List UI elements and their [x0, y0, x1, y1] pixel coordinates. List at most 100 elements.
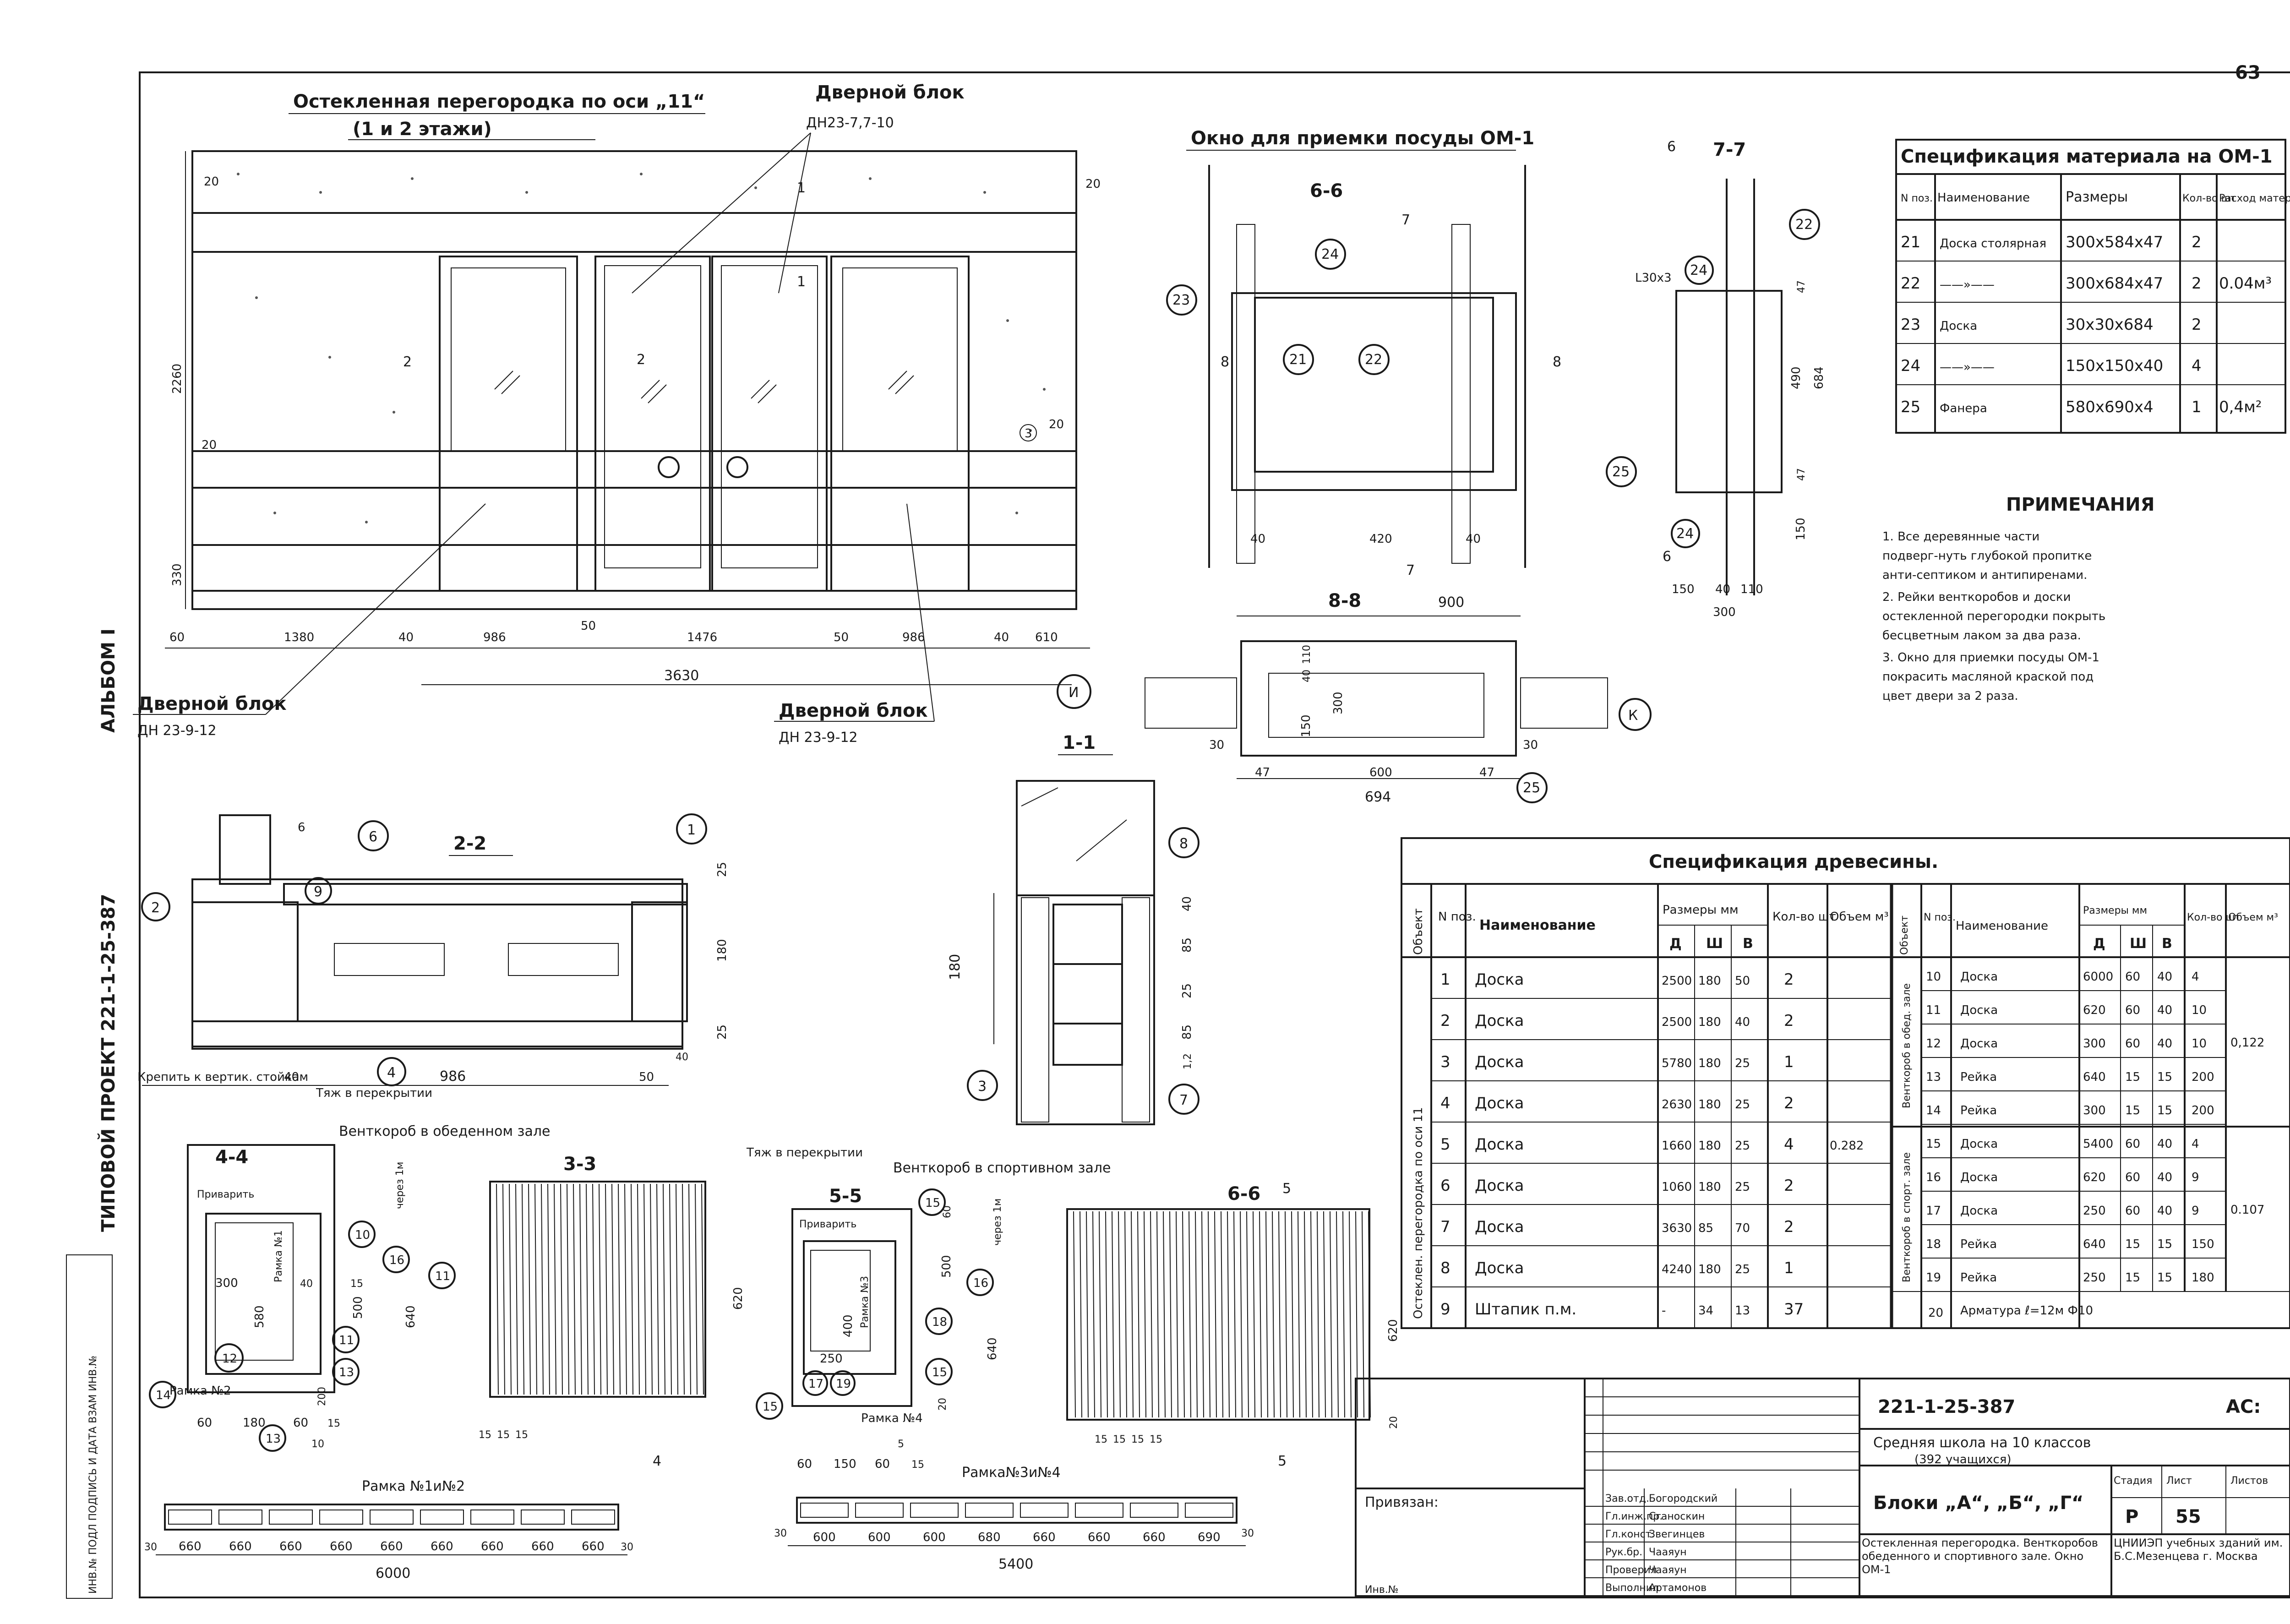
frame-cell [420, 1510, 464, 1525]
frame-cell-dim: 660 [531, 1540, 554, 1553]
sec-7: 7 [1401, 212, 1410, 228]
mspec-cell: 23 [1901, 316, 1920, 334]
wspec-cell: 2 [1784, 970, 1794, 989]
vent44-dim: 180 [243, 1416, 266, 1430]
wspec-cell: 250 [2083, 1271, 2106, 1285]
frame-cell-dim: 660 [279, 1540, 302, 1553]
vent55-dim: 400 [841, 1314, 855, 1337]
tb-person: Сганоскин [1649, 1511, 1705, 1522]
frame-cell-dim: 660 [1033, 1531, 1056, 1544]
vent66-title: 6-6 [1227, 1183, 1260, 1204]
tb-person: Чааяун [1649, 1547, 1687, 1558]
sec22-dim: 50 [639, 1070, 654, 1084]
sec-6: 6 [1663, 549, 1671, 565]
wspec-cell: 37 [1784, 1300, 1804, 1319]
grain-line [547, 1183, 550, 1395]
wspec-header: Наименование [1479, 917, 1596, 933]
sec-8: 8 [1553, 354, 1561, 370]
elev-mark: 1 [797, 180, 806, 196]
frame-cell-dim: 680 [978, 1531, 1001, 1544]
grain-line [1163, 1211, 1166, 1418]
wspec-header: В [1743, 936, 1753, 952]
grain-line [1233, 1211, 1236, 1418]
wspec-cell: Доска [1475, 1053, 1524, 1071]
grain-line [1080, 1211, 1082, 1418]
elev-dim-left: 2260 [170, 364, 184, 394]
wspec-cell: 2 [1784, 1012, 1794, 1030]
wood-spec-title: Спецификация древесины. [1649, 851, 1938, 872]
grain-line [1362, 1211, 1364, 1418]
circle-K: К [1628, 708, 1638, 724]
wspec-cell: 4 [1440, 1094, 1450, 1112]
wspec-cell: 180 [1698, 1139, 1721, 1153]
circle-8: 8 [1179, 836, 1188, 852]
mspec-header: Расход материал [2219, 193, 2290, 204]
mspec-cell: 30х30х684 [2066, 316, 2154, 334]
wspec-cell: Доска [1475, 970, 1524, 989]
tb-school: Средняя школа на 10 классов [1873, 1435, 2091, 1451]
grain-line [1118, 1211, 1121, 1418]
wspec-cell: 15 [2125, 1237, 2140, 1251]
sheet-frame [139, 71, 2290, 1598]
title-block-rows: Зав.отд.БогородскийГл.инж.пр.СганоскинГл… [1585, 1396, 1859, 1596]
sec11-dim: 85 [1180, 1025, 1194, 1040]
grain-line [1105, 1211, 1108, 1418]
wspec-cell: 6000 [2083, 970, 2113, 984]
circle-1: 1 [687, 822, 696, 838]
wspec-cell: 300 [2083, 1037, 2106, 1051]
elev-dim: 60 [169, 631, 185, 644]
grain-line [631, 1183, 633, 1395]
wspec-cell: 14 [1926, 1104, 1941, 1117]
vent44-dim: 580 [253, 1305, 267, 1328]
sec22-dim: 25 [715, 862, 729, 877]
mspec-cell: 2 [2192, 274, 2202, 293]
project-code-vertical: ТИПОВОЙ ПРОЕКТ 221-1-25-387 [97, 894, 119, 1232]
circle-13: 13 [339, 1366, 354, 1379]
sec-6: 6 [1667, 139, 1676, 155]
wspec-cell: 2500 [1662, 1015, 1692, 1029]
circle-9: 9 [314, 884, 322, 900]
grain-line [1214, 1211, 1217, 1418]
elev-dim: 610 [1035, 631, 1058, 644]
circle-10: 10 [355, 1228, 370, 1242]
note-line: покрасить масляной краской под [1882, 670, 2094, 684]
wspec-cell: 1060 [1662, 1180, 1692, 1194]
elev-dim-left: 330 [170, 563, 184, 586]
vent33-title: 3-3 [563, 1154, 596, 1175]
wspec-cell: 40 [2157, 970, 2172, 984]
frame-cell-dim: 660 [431, 1540, 453, 1553]
wspec-cell: Доска [1475, 1012, 1524, 1030]
grain-line [502, 1183, 505, 1395]
grain-line [1355, 1211, 1358, 1418]
wspec-cell: 25 [1735, 1098, 1750, 1112]
grain-line [522, 1183, 524, 1395]
grain-line [1291, 1211, 1294, 1418]
mspec-cell: Доска [1940, 319, 1977, 333]
vent44-dim: 200 [316, 1387, 328, 1406]
vent55-title: 5-5 [829, 1186, 862, 1207]
wspec-cell: 3630 [1662, 1221, 1692, 1235]
wspec-cell: 8 [1440, 1259, 1450, 1277]
callout-door-top-code: ДН23-7,7-10 [806, 115, 894, 131]
note-line: анти-септиком и антипиренами. [1882, 568, 2087, 582]
circle-12: 12 [222, 1352, 237, 1366]
section-1-1: 1-1 180 40 85 25 85 1,2 8 3 7 [947, 732, 1200, 1125]
grain-line [1221, 1211, 1223, 1418]
grain-line [1124, 1211, 1127, 1418]
wspec-header: Объект [1412, 908, 1425, 955]
grain-line [579, 1183, 582, 1395]
dim-77-right: 684 [1812, 366, 1826, 389]
vent44-dim: 300 [215, 1276, 238, 1290]
elevation-subtitle: (1 и 2 этажи) [353, 119, 492, 140]
wspec-group-left: Остеклен. перегородка по оси 11 [1412, 1107, 1425, 1319]
grain-line [1092, 1211, 1095, 1418]
grain-line [688, 1183, 691, 1395]
frame-cell [1075, 1503, 1123, 1518]
dim-77-bottom: 110 [1740, 583, 1763, 596]
frame-b-label: Рамка№3и№4 [962, 1465, 1061, 1481]
grain-line [695, 1183, 698, 1395]
frame-b-mark: 5 [1278, 1453, 1287, 1469]
grain-line [1169, 1211, 1172, 1418]
circle-24: 24 [1321, 246, 1339, 262]
vent44-tie: Тяж в перекрытии [316, 1086, 432, 1100]
